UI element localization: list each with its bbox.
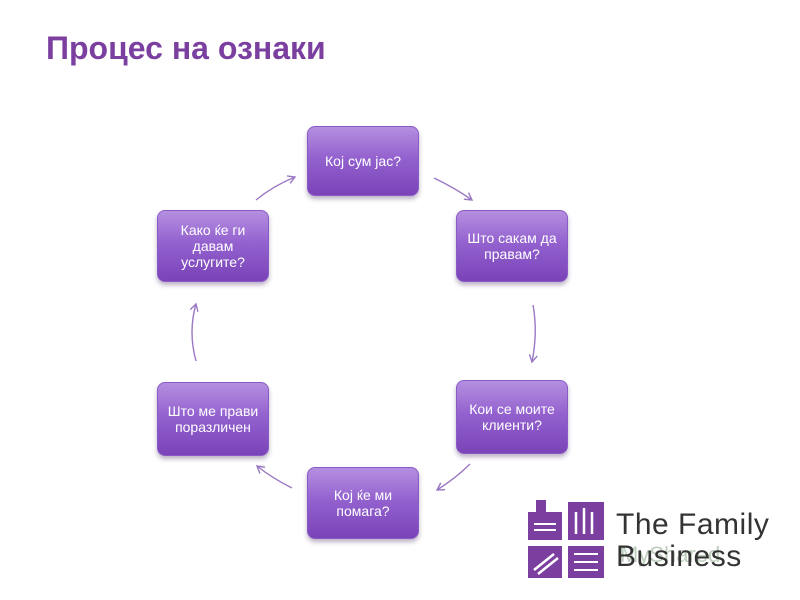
- cycle-node-label: Кој сум јас?: [325, 153, 401, 169]
- arrow-4-to-5: [255, 465, 293, 489]
- arrow-1-to-2: [433, 177, 474, 201]
- logo-text-line1: The Family: [616, 508, 770, 541]
- cycle-node-label: Кои се моите клиенти?: [469, 401, 555, 433]
- slide-title: Процес на ознаки: [46, 30, 326, 66]
- arrow-3-to-4: [435, 463, 471, 491]
- watermark-text: MyShared: [620, 542, 721, 567]
- cycle-node-my-clients: Кои се моите клиенти?: [456, 380, 568, 454]
- cycle-node-label: Што сакам да правам?: [467, 230, 557, 262]
- cycle-node-who-am-i: Кој сум јас?: [307, 126, 419, 196]
- company-logo: MyShared The Family Business: [528, 498, 790, 582]
- arrow-2-to-3: [528, 304, 538, 364]
- cycle-node-label: Што ме прави поразличен: [167, 403, 259, 435]
- family-business-logo-icon: [528, 500, 604, 578]
- cycle-node-who-will-help: Кој ќе ми помага?: [307, 467, 419, 539]
- cycle-node-label: Како ќе ги давам услугите?: [180, 222, 246, 270]
- logo-text-line2: Business: [616, 540, 742, 573]
- cycle-node-how-deliver-services: Како ќе ги давам услугите?: [157, 210, 269, 282]
- cycle-node-what-makes-me-different: Што ме прави поразличен: [157, 382, 269, 456]
- cycle-node-what-i-want: Што сакам да правам?: [456, 210, 568, 282]
- cycle-node-label: Кој ќе ми помага?: [333, 487, 393, 519]
- arrow-5-to-6: [189, 302, 199, 362]
- arrow-6-to-1: [255, 175, 297, 201]
